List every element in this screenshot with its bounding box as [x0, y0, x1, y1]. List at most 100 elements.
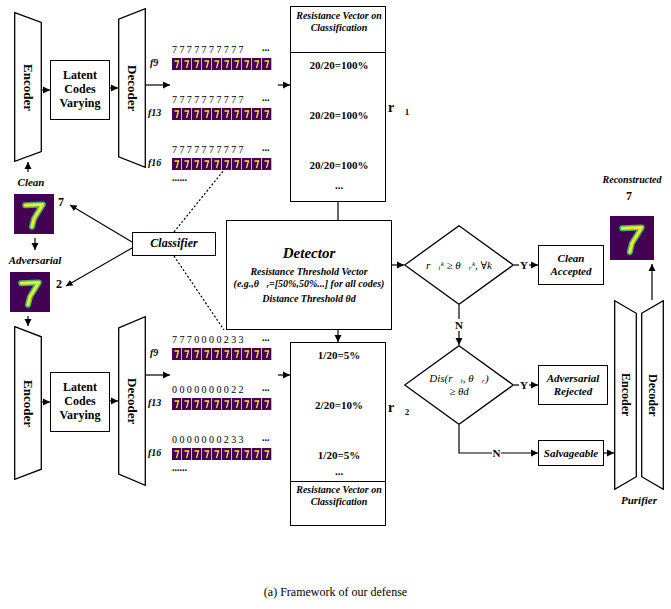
arrow-connector	[146, 84, 170, 85]
result-box-text: Salvageable	[544, 447, 598, 460]
strip-digit	[215, 351, 219, 358]
arrow-connector	[604, 452, 614, 453]
strip-cell	[192, 108, 201, 120]
strip-digit	[225, 111, 229, 118]
result-box: Clean Accepted	[538, 245, 604, 285]
purifier-group-text: Purifier	[614, 494, 664, 507]
strip-cell	[242, 158, 251, 170]
strip-cell	[262, 348, 271, 360]
strip-digit	[225, 401, 229, 408]
strip-cell	[182, 448, 191, 460]
strip-digit	[235, 451, 239, 458]
strip-cell	[172, 158, 181, 170]
strip-cell	[212, 398, 221, 410]
diamond-shape-outline	[405, 226, 514, 305]
strip-digit	[185, 351, 189, 358]
encoder-block: Encoder	[14, 326, 42, 480]
edge-label: N	[492, 447, 502, 459]
edge-label: Y	[519, 259, 529, 271]
encoder-block: Encoder	[14, 12, 42, 162]
strip-cell	[192, 58, 201, 70]
arrow-connector	[42, 401, 50, 402]
strip-digit	[205, 401, 209, 408]
strip-cell	[232, 108, 241, 120]
image-strip	[172, 108, 272, 120]
strip-digit	[205, 351, 209, 358]
strip-digit	[215, 111, 219, 118]
strip-digit	[245, 401, 249, 408]
strip-cell	[172, 108, 181, 120]
strip-cell	[212, 58, 221, 70]
image-strip	[172, 398, 272, 410]
strip-cell	[182, 398, 191, 410]
strip-cell	[252, 348, 261, 360]
free-label: 2	[56, 278, 62, 291]
clean-image: Clean	[6, 172, 56, 238]
strip-cell	[222, 348, 231, 360]
resistance-table-text: 20/20=100%	[291, 159, 387, 172]
adversarial-image-text: Adversarial	[2, 254, 68, 267]
decoder-shape-outline	[119, 317, 146, 486]
strip-digit	[185, 61, 189, 68]
strip-cell	[242, 348, 251, 360]
dotted-connector	[174, 256, 224, 330]
free-label: f16	[148, 447, 161, 458]
strip-cell	[252, 58, 261, 70]
digit-stroke	[21, 282, 39, 304]
diamond-shape-outline	[405, 346, 514, 425]
strip-cell	[242, 58, 251, 70]
strip-cell	[232, 158, 241, 170]
detector-box-text: Resistance Threshold Vector (e.g.,θ⃗ᵣ=[5…	[229, 266, 389, 289]
strip-digit	[175, 351, 179, 358]
resistance-table-text: ...	[291, 465, 387, 478]
encoder-block-text: Encoder	[21, 64, 36, 111]
strip-cell	[222, 448, 231, 460]
strip-digit	[195, 351, 199, 358]
strip-digit	[235, 401, 239, 408]
image-strip	[172, 58, 272, 70]
free-label: 7	[626, 190, 632, 203]
strip-digit	[265, 61, 269, 68]
image-strip	[172, 158, 272, 170]
strip-cell	[172, 448, 181, 460]
strip-cell	[192, 158, 201, 170]
arrow-connector	[42, 89, 50, 90]
strip-cell	[192, 348, 201, 360]
resistance-table-text: Resistance Vector on Classification	[293, 484, 385, 507]
strip-cell	[212, 448, 221, 460]
free-label: ...	[262, 42, 270, 53]
strip-cell	[192, 398, 201, 410]
strip-cell	[242, 448, 251, 460]
strip-digit	[225, 451, 229, 458]
edge-label: N	[454, 319, 464, 331]
digit-image	[14, 194, 54, 234]
strip-cell	[232, 348, 241, 360]
strip-digit	[205, 161, 209, 168]
detector-box: DetectorResistance Threshold Vector (e.g…	[226, 220, 392, 330]
strip-digit	[245, 111, 249, 118]
strip-cell	[202, 58, 211, 70]
reconstructed-image-text: Reconstructed	[596, 174, 668, 186]
decision-diamond-text: Dis(r⃗ᵢ, θ⃗ᵣ) ≥ θd	[426, 372, 492, 397]
strip-digit	[215, 161, 219, 168]
strip-digit	[235, 61, 239, 68]
resistance-table-text: ...	[291, 179, 387, 192]
resistance-table-text: 1/20=5%	[291, 349, 387, 362]
strip-cell	[212, 108, 221, 120]
strip-digit	[235, 111, 239, 118]
strip-digit	[185, 161, 189, 168]
arrow-connector	[34, 238, 35, 250]
free-label: ...	[262, 332, 270, 343]
encoder-shape-outline	[15, 327, 42, 480]
strip-digit	[215, 61, 219, 68]
result-box-text: Adversarial Rejected	[541, 372, 605, 397]
strip-digit	[225, 61, 229, 68]
resistance-table-text: 20/20=100%	[291, 59, 387, 72]
decoder-shape-outline	[642, 301, 664, 490]
free-label: f9	[150, 57, 158, 68]
free-label: f16	[148, 157, 161, 168]
strip-digit	[235, 161, 239, 168]
arrow-connector	[27, 162, 28, 172]
decoder-block: Decoder	[118, 8, 146, 168]
